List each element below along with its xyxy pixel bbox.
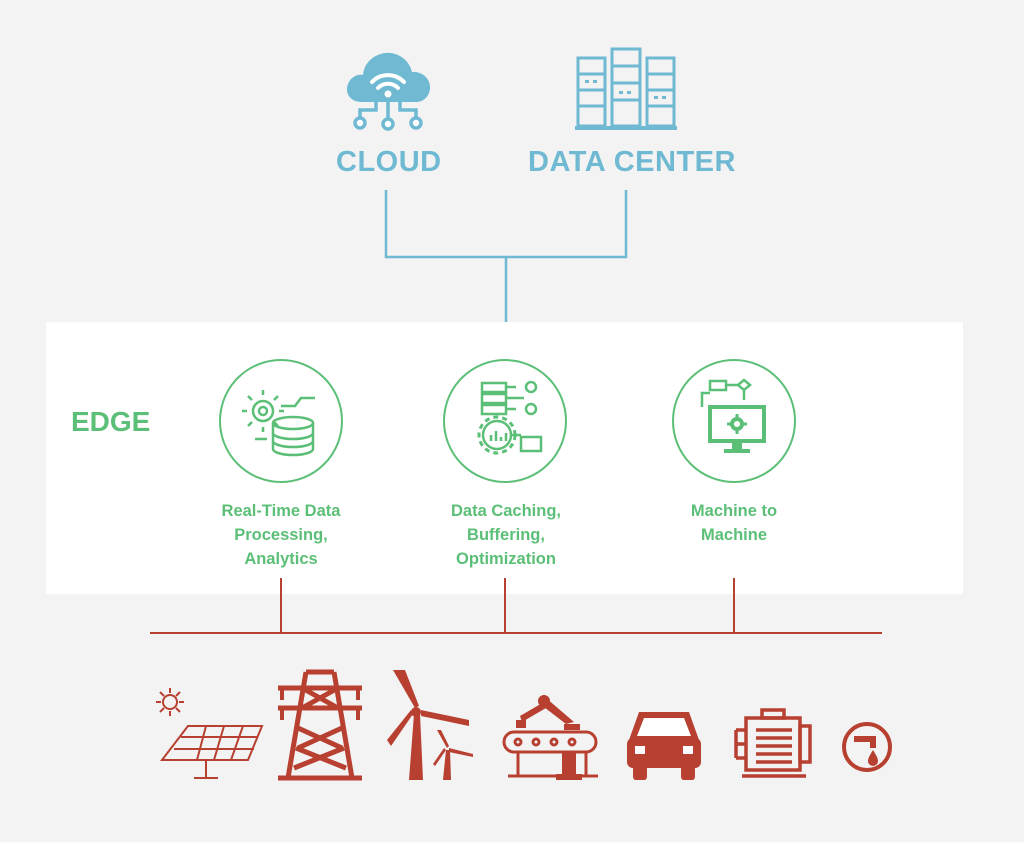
- monitor-gear-icon: [700, 378, 766, 453]
- capability-circle-m2m: [672, 359, 796, 483]
- edge-title: EDGE: [71, 406, 151, 437]
- capability-circle-realtime: [219, 359, 343, 483]
- water-meter-icon: [840, 720, 894, 779]
- capability-circle-caching: [443, 359, 567, 483]
- electric-motor-icon: [732, 708, 816, 787]
- solar-panel-icon: [148, 680, 266, 787]
- capability-label-caching: Data Caching, Buffering, Optimization: [450, 502, 562, 568]
- wind-turbine-icon: [385, 668, 475, 787]
- robot-arm-conveyor-icon: [500, 694, 610, 787]
- power-tower-icon: [276, 668, 364, 787]
- data-center-label: DATA CENTER: [528, 146, 736, 178]
- cloud-wifi-icon: [340, 44, 435, 139]
- car-icon: [625, 708, 703, 787]
- capability-label-m2m: Machine to Machine: [690, 502, 778, 544]
- gear-database-icon: [242, 390, 315, 457]
- capability-label-realtime: Real-Time Data Processing, Analytics: [221, 502, 341, 568]
- server-analytics-icon: [477, 380, 543, 455]
- server-racks-icon: [575, 46, 677, 137]
- cloud-label: CLOUD: [336, 146, 442, 178]
